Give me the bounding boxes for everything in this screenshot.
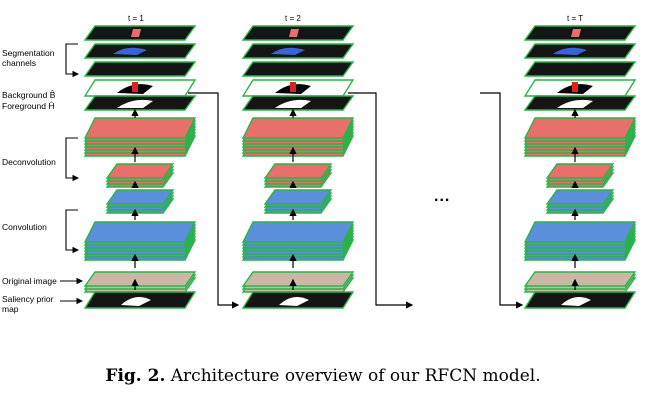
label-foreground: Foreground Ĥ	[2, 101, 55, 111]
t1-seg-red-shape	[131, 29, 141, 37]
t2-deconv-small-slab-0	[263, 163, 333, 179]
tT-foreground-shape	[557, 99, 593, 108]
caption-text: Architecture overview of our RFCN model.	[170, 366, 541, 386]
t1-conv-large-slab-0	[83, 221, 197, 243]
background-symbol: B̂	[49, 90, 56, 100]
label-convolution: Convolution	[2, 222, 47, 232]
t1-conv-small-slab-0	[105, 189, 175, 205]
t1-seg-channel-3	[83, 61, 197, 77]
label-original-image: Original image	[2, 276, 57, 286]
recurrent-link-T	[480, 92, 524, 309]
recurrent-link-1	[188, 92, 240, 309]
foreground-symbol: Ĥ	[48, 101, 55, 111]
label-segmentation-channels: Segmentation channels	[2, 48, 55, 68]
time-label-1: t = 1	[128, 14, 144, 23]
t2-seg-blue-shape	[271, 47, 305, 55]
t1-foreground-shape	[117, 99, 153, 108]
t1-deconv-large-slab-0	[83, 117, 197, 139]
t1-saliency-shape	[121, 296, 151, 306]
tT-seg-blue-shape	[553, 47, 587, 55]
label-saliency-prior-map: Saliency prior map	[2, 294, 54, 314]
bracket-segmentation	[65, 43, 80, 78]
t1-deconv-small-slab-0	[105, 163, 175, 179]
tT-deconv-small-slab-0	[545, 163, 615, 179]
tT-saliency-shape	[561, 296, 591, 306]
t1-background-red-mark	[132, 82, 138, 92]
t2-saliency-shape	[279, 296, 309, 306]
tT-conv-small-slab-0	[545, 189, 615, 205]
time-label-2: t = 2	[285, 14, 301, 23]
caption-prefix: Fig. 2.	[105, 366, 166, 386]
tT-background-red-mark	[572, 82, 578, 92]
t2-original-image-slab-0	[241, 271, 355, 287]
t2-conv-large-slab-0	[241, 221, 355, 243]
t1-original-image-slab-0	[83, 271, 197, 287]
t2-seg-channel-3	[241, 61, 355, 77]
tT-original-image-slab-0	[523, 271, 637, 287]
t2-deconv-large-slab-0	[241, 117, 355, 139]
tT-seg-red-shape	[571, 29, 581, 37]
bracket-convolution	[65, 209, 80, 254]
recurrent-link-2	[348, 92, 414, 309]
time-label-T: t = T	[567, 14, 584, 23]
ellipsis: ...	[434, 188, 451, 205]
label-deconvolution: Deconvolution	[2, 157, 56, 167]
figure-caption: Fig. 2. Architecture overview of our RFC…	[0, 366, 646, 386]
tT-deconv-large-slab-0	[523, 117, 637, 139]
label-background: Background B̂	[2, 90, 56, 100]
t2-background-red-mark	[290, 82, 296, 92]
tT-seg-channel-3	[523, 61, 637, 77]
bracket-deconvolution	[65, 137, 80, 182]
t2-seg-red-shape	[289, 29, 299, 37]
t1-seg-blue-shape	[113, 47, 147, 55]
t2-conv-small-slab-0	[263, 189, 333, 205]
tT-conv-large-slab-0	[523, 221, 637, 243]
t2-foreground-shape	[275, 99, 311, 108]
